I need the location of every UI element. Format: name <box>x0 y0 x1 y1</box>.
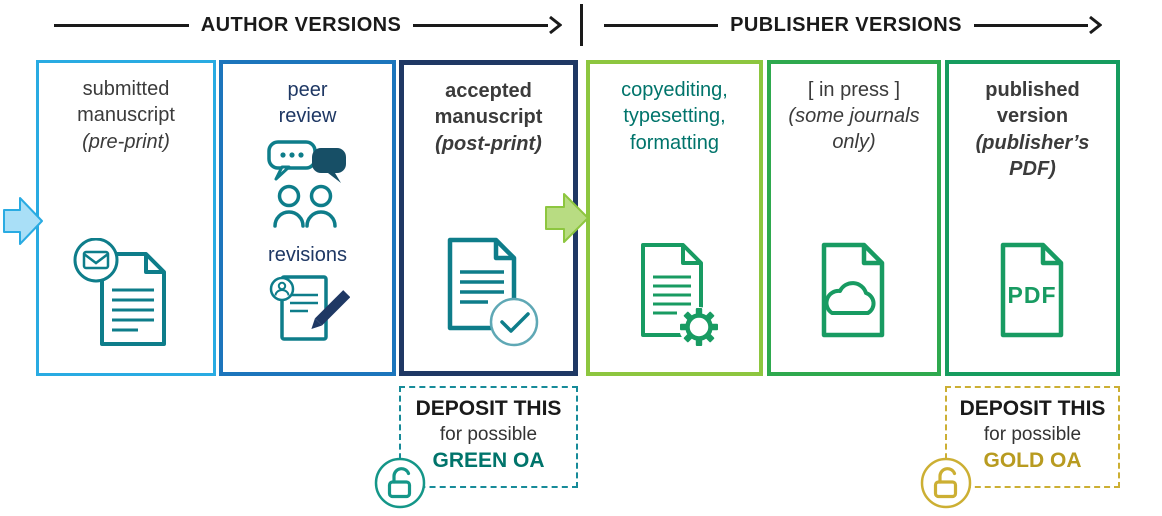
box-subtitle: (pre-print) <box>82 130 170 153</box>
box-title: published version <box>985 79 1080 128</box>
author-versions-label: AUTHOR VERSIONS <box>200 13 402 36</box>
published-version-box: published version (publisher’s PDF) PDF <box>945 60 1120 376</box>
icon-area <box>72 237 180 357</box>
open-lock-icon <box>920 457 972 509</box>
icon-area: PDF <box>983 239 1083 356</box>
header-line <box>413 23 548 27</box>
box-title: [ in press ] <box>807 79 901 101</box>
deposit-this-label: DEPOSIT THIS <box>959 397 1106 420</box>
box-subtitle: (some journals only) <box>788 105 920 154</box>
pdf-document-icon: PDF <box>1000 242 1063 338</box>
in-press-box: [ in press ] (some journals only) <box>767 60 941 376</box>
header-line <box>54 23 189 27</box>
box-title: accepted manuscript <box>434 80 543 129</box>
icon-area <box>625 239 725 356</box>
icon-area <box>434 234 544 355</box>
revisions-label: revisions <box>268 243 347 266</box>
deposit-green-oa-note: DEPOSIT THIS for possible GREEN OA <box>374 386 578 509</box>
box-subtitle: (publisher’s PDF) <box>975 131 1090 180</box>
green-oa-label: GREEN OA <box>432 449 545 472</box>
document-pencil-edit-icon <box>269 275 350 341</box>
copyediting-box: copyediting, typesetting, formatting <box>586 60 763 376</box>
peer-review-box: peer review revisions <box>219 60 396 376</box>
gold-oa-label: GOLD OA <box>983 449 1082 472</box>
document-with-envelope-icon <box>73 237 166 346</box>
deposit-gold-oa-note: DEPOSIT THIS for possible GOLD OA <box>920 386 1120 509</box>
icon-area <box>804 239 904 356</box>
header-line <box>604 23 719 27</box>
arrow-right-icon <box>549 15 562 35</box>
author-versions-header: AUTHOR VERSIONS <box>38 8 578 42</box>
chat-bubbles-people-icon <box>266 140 346 228</box>
box-title: submitted manuscript <box>77 78 175 127</box>
mid-flow-arrow-icon <box>545 193 589 243</box>
box-subtitle: (post-print) <box>435 132 542 155</box>
box-title: copyediting, typesetting, formatting <box>621 79 728 154</box>
publisher-versions-label: PUBLISHER VERSIONS <box>730 13 962 36</box>
deposit-this-label: DEPOSIT THIS <box>415 397 562 420</box>
header-line <box>973 23 1088 27</box>
for-possible-label: for possible <box>439 424 538 445</box>
submitted-manuscript-box: submitted manuscript (pre-print) <box>36 60 216 376</box>
publisher-versions-header: PUBLISHER VERSIONS <box>588 8 1118 42</box>
document-cloud-icon <box>821 242 885 338</box>
arrow-right-icon <box>1089 15 1102 35</box>
document-gear-icon <box>640 243 719 347</box>
for-possible-label: for possible <box>983 424 1082 445</box>
input-flow-arrow-icon <box>3 197 43 245</box>
document-check-icon <box>447 237 538 347</box>
pdf-text: PDF <box>1007 282 1056 308</box>
open-lock-icon <box>374 457 426 509</box>
box-title: peer review <box>278 79 337 128</box>
section-divider <box>580 4 583 46</box>
